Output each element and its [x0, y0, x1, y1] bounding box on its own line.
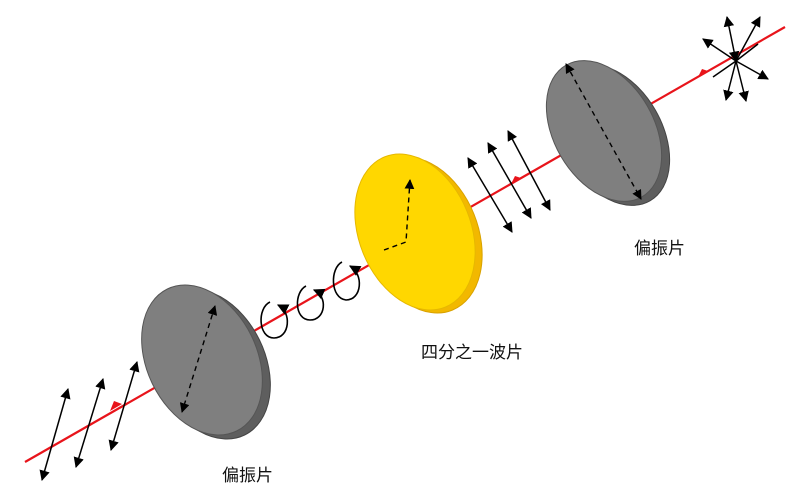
- transmission-axis: [179, 305, 218, 413]
- polarizer-right: [545, 60, 671, 206]
- polarizer-right-label: 偏振片: [634, 239, 685, 259]
- fast-axis: [383, 179, 415, 251]
- unpolarized-light-icon: [702, 15, 769, 103]
- quarter-wave-plate-label: 四分之一波片: [421, 343, 523, 363]
- polarizer-left: [141, 284, 271, 440]
- linear-polarization-arrows-left: [39, 360, 140, 482]
- circular-polarization-icon: [260, 261, 362, 339]
- transmission-axis: [565, 63, 642, 200]
- quarter-wave-plate: [354, 153, 483, 314]
- beam-direction-arrow: [698, 69, 708, 77]
- linear-polarization-arrows-right: [467, 130, 551, 233]
- polarizer-left-label: 偏振片: [222, 466, 273, 486]
